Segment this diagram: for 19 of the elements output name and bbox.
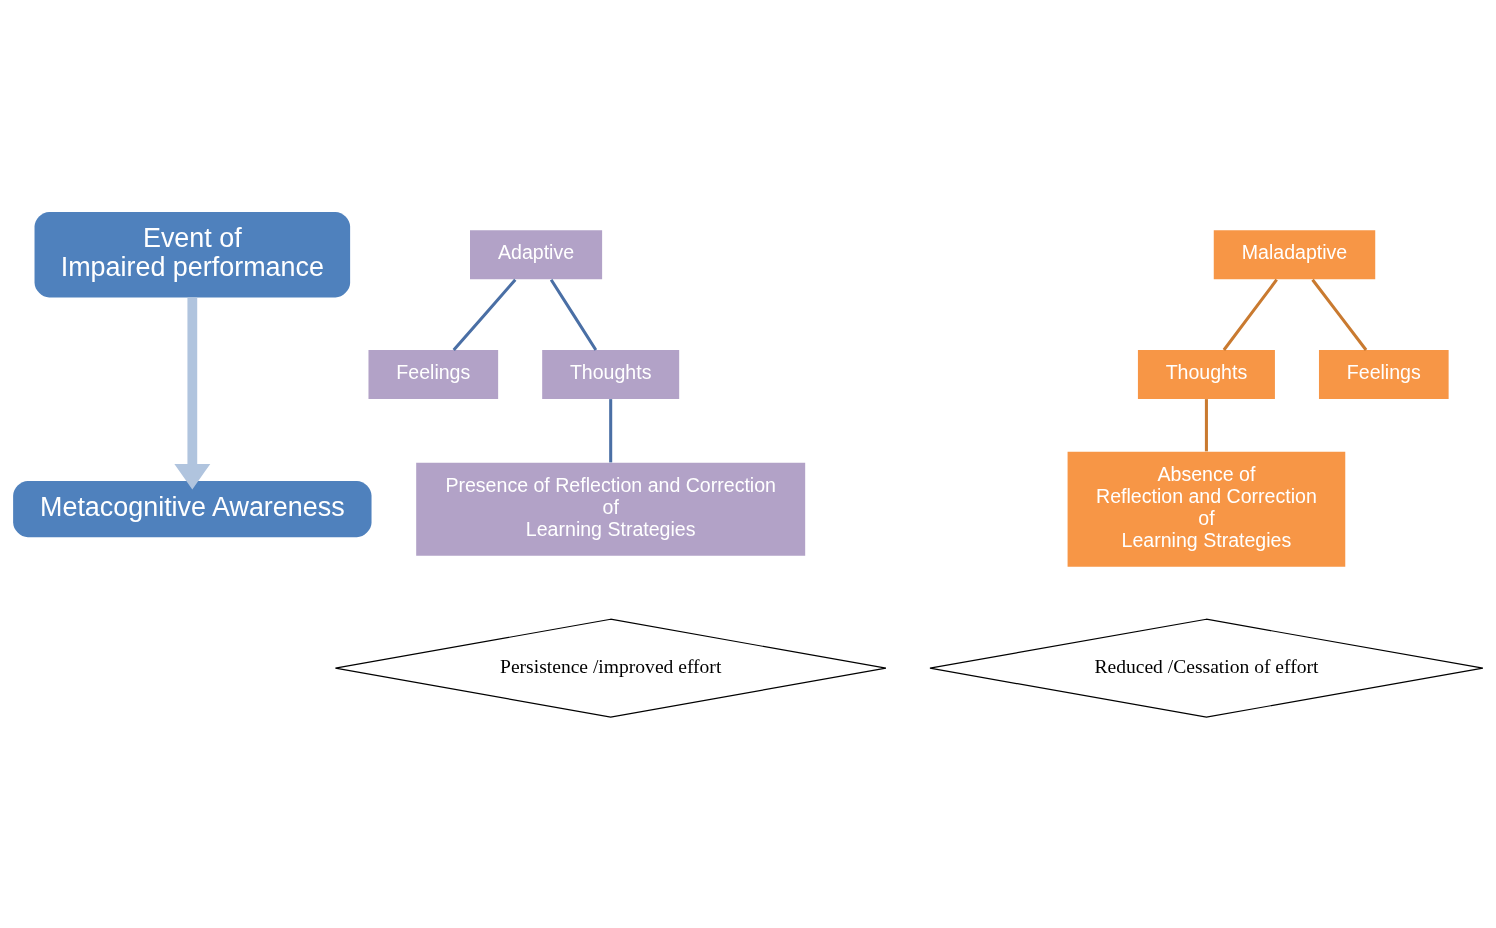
- node-diamond: Persistence /improved effort: [334, 618, 887, 718]
- node-box: Thoughts: [542, 349, 680, 399]
- arrow: [174, 297, 211, 490]
- node-box: Absence of Reflection and Correction of Learning Strategies: [1067, 451, 1346, 567]
- node-box: Maladaptive: [1213, 229, 1376, 279]
- connector: [549, 278, 598, 351]
- connector: [1204, 398, 1208, 451]
- node-box: Feelings: [1318, 349, 1449, 399]
- node-box: Event of Impaired performance: [34, 211, 351, 297]
- node-box: Presence of Reflection and Correction of Learning Strategies: [416, 462, 806, 556]
- connector: [609, 398, 613, 462]
- node-box: Feelings: [368, 349, 499, 399]
- node-box: Thoughts: [1137, 349, 1275, 399]
- node-box: Adaptive: [470, 229, 603, 279]
- connector: [452, 278, 517, 351]
- node-diamond: Reduced /Cessation of effort: [929, 618, 1484, 718]
- node-box: Metacognitive Awareness: [13, 480, 372, 537]
- connector: [1311, 278, 1368, 351]
- connector: [1222, 278, 1278, 351]
